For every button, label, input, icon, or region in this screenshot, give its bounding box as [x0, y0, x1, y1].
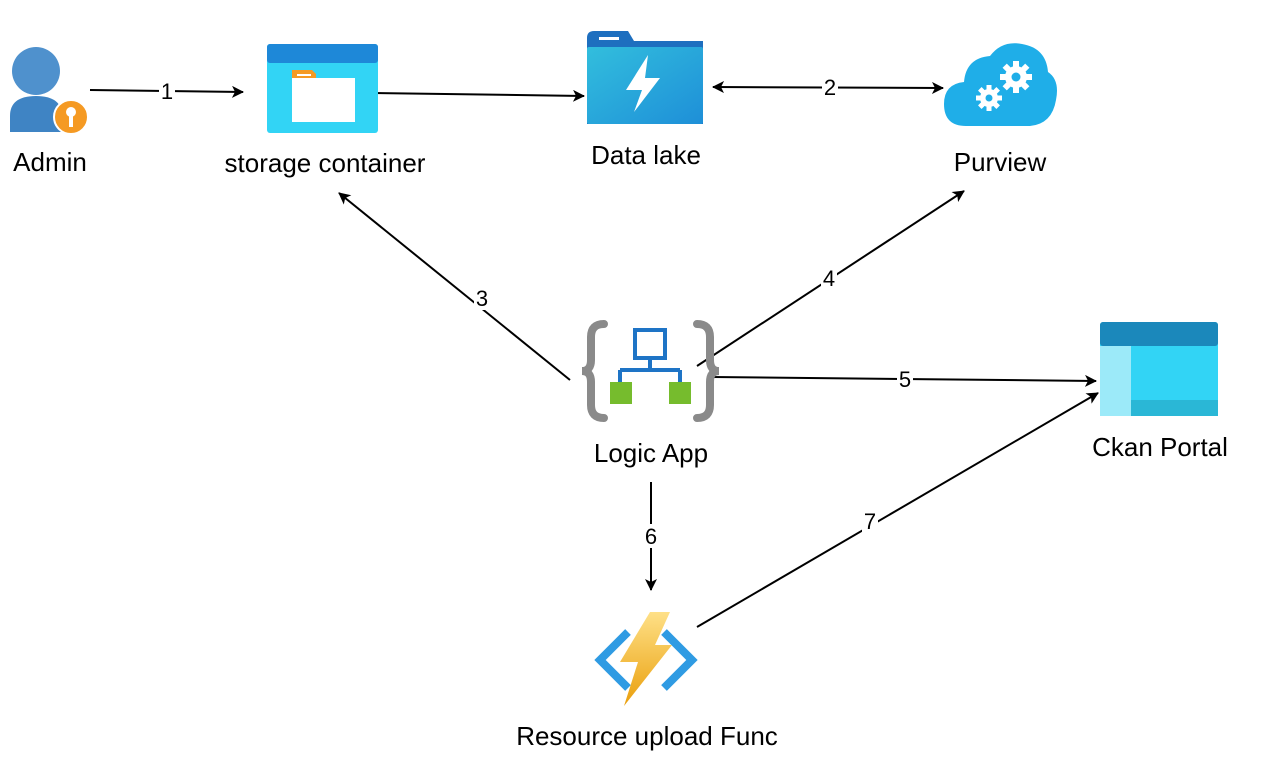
datalake-node[interactable]: Data lake: [587, 31, 703, 170]
func-label: Resource upload Func: [516, 721, 778, 751]
admin-node[interactable]: Admin: [10, 47, 89, 177]
storage-container-icon: [267, 44, 378, 133]
ckan-label: Ckan Portal: [1092, 432, 1228, 462]
edge-6-label: 6: [645, 524, 657, 549]
ckan-node[interactable]: Ckan Portal: [1092, 322, 1228, 462]
logic-app-icon: [581, 320, 720, 422]
purview-label: Purview: [954, 147, 1047, 177]
edge-storage-to-datalake-line[interactable]: [373, 89, 585, 102]
datalake-label: Data lake: [591, 140, 701, 170]
edge-7-label: 7: [864, 509, 876, 534]
purview-cloud-gears-icon: [944, 43, 1057, 127]
logicapp-label: Logic App: [594, 438, 708, 468]
edge-2-label: 2: [824, 75, 836, 100]
gear-large: [1000, 61, 1032, 93]
edge-3-label: 3: [476, 286, 488, 311]
admin-user-key-icon: [10, 47, 89, 135]
storage-label: storage container: [225, 148, 426, 178]
purview-node[interactable]: Purview: [944, 43, 1057, 177]
admin-label: Admin: [13, 147, 87, 177]
edge-5-label: 5: [899, 367, 911, 392]
function-app-lightning-icon: [594, 612, 698, 706]
gear-small: [976, 85, 1002, 111]
edge-3-line[interactable]: [338, 192, 571, 381]
edge-4-label: 4: [823, 266, 835, 291]
edge-1-label: 1: [161, 79, 173, 104]
storage-node[interactable]: storage container: [225, 44, 426, 178]
edge-labels: 1 2 3 4 5 6 7: [159, 75, 913, 549]
data-lake-icon: [587, 31, 703, 124]
func-node[interactable]: Resource upload Func: [516, 612, 778, 751]
logicapp-node[interactable]: Logic App: [581, 320, 720, 468]
edge-7-line[interactable]: [696, 392, 1099, 628]
ckan-portal-window-icon: [1100, 322, 1218, 416]
